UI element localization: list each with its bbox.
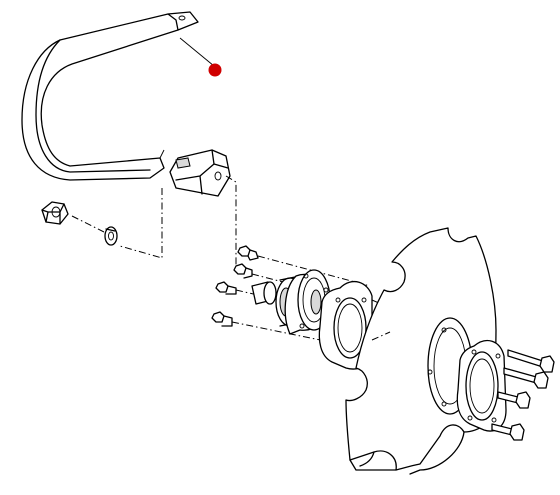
hub-bearing [251,269,331,335]
assembly-line-washer [71,215,105,233]
bolt [215,281,237,295]
assembly-line-nut [119,188,163,259]
outer-flange [456,339,507,432]
hub-flange [318,280,373,370]
clamp-bracket [169,149,231,197]
assembly-line-bolts [225,175,237,270]
marker-leader-line [179,37,215,67]
bolt [503,367,549,389]
assembly-line-disc [371,331,391,341]
lock-washer [104,226,118,246]
bolt-axis-line [257,255,371,287]
bolt-axis-line [235,289,263,297]
bolts-right [491,349,555,441]
red-dot-marker[interactable] [208,63,222,77]
hex-nut [41,201,69,225]
bolt [507,349,555,373]
bolts-left [211,245,259,327]
bolt [237,245,259,261]
bolt [491,423,525,441]
bolt [497,391,531,409]
bolt [211,311,233,327]
spring-tine-arm [21,11,199,181]
bolt [233,263,253,279]
